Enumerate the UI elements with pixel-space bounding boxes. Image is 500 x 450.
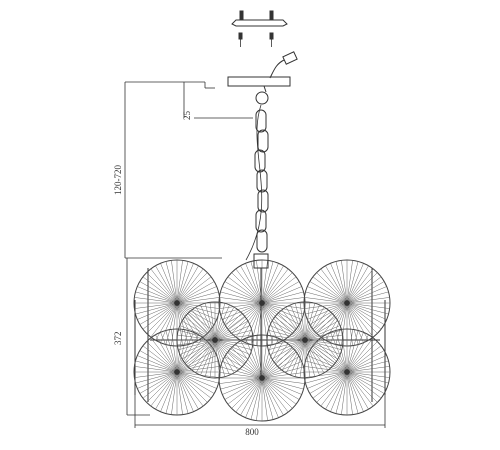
screw-icons — [238, 32, 274, 47]
disc-shade — [176, 301, 254, 379]
central-hub — [253, 253, 269, 380]
disc-shade — [303, 328, 391, 416]
body-height-label: 372 — [113, 332, 123, 346]
chain — [245, 91, 269, 261]
width-dimension: 800 — [134, 395, 386, 437]
width-label: 800 — [245, 427, 259, 437]
ceiling-canopy — [227, 51, 298, 93]
disc-shade — [133, 328, 221, 416]
total-height-label: 120-720 — [113, 165, 123, 195]
disc-shade — [218, 334, 306, 422]
disc-shades — [133, 259, 391, 422]
ceiling-line — [125, 81, 253, 119]
mounting-bracket — [231, 10, 288, 27]
disc-shade — [266, 301, 344, 379]
body-height-dimension: 372 — [113, 258, 150, 416]
canopy-drop-label: 25 — [182, 111, 192, 121]
disc-shade — [303, 259, 391, 347]
total-height-dimension: 120-720 — [113, 82, 222, 259]
canopy-drop-dimension: 25 — [182, 82, 192, 120]
